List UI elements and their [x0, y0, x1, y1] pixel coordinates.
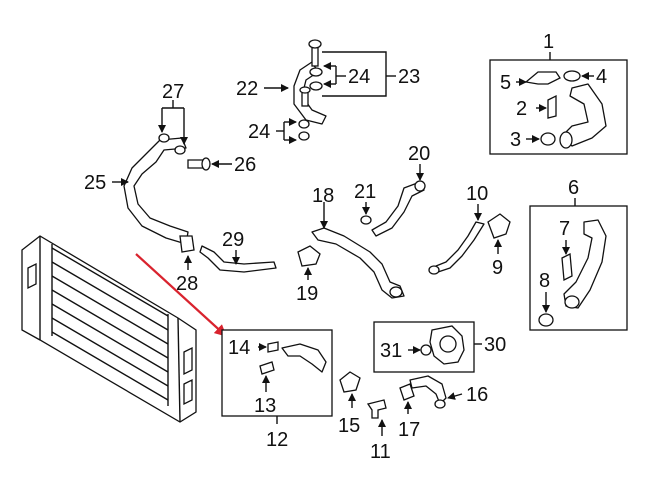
label-2: 2 — [516, 98, 527, 120]
label-5: 5 — [500, 72, 511, 94]
highlight-arrow — [135, 253, 227, 337]
radiator — [21, 235, 197, 423]
part-group-6: 6 7 8 — [529, 177, 628, 331]
label-4: 4 — [596, 66, 607, 88]
label-30: 30 — [484, 334, 506, 356]
label-31: 31 — [380, 340, 402, 362]
part-group-1: 1 5 4 2 3 — [489, 31, 628, 155]
part-29: 29 — [199, 229, 277, 273]
label-15: 15 — [338, 415, 360, 437]
part-15: 15 — [338, 371, 361, 437]
label-25: 25 — [84, 172, 106, 194]
part-18-19: 18 19 — [296, 185, 405, 305]
label-9: 9 — [492, 257, 503, 279]
label-26: 26 — [234, 154, 256, 176]
label-23: 23 — [398, 66, 420, 88]
part-11: 11 — [366, 399, 391, 463]
label-27: 27 — [162, 81, 184, 103]
part-group-30: 30 31 — [373, 321, 506, 373]
label-18: 18 — [312, 185, 334, 207]
label-3: 3 — [510, 129, 521, 151]
label-1: 1 — [543, 31, 554, 53]
label-28: 28 — [176, 273, 198, 295]
label-14: 14 — [228, 337, 250, 359]
part-group-25-27: 27 25 26 28 — [84, 81, 256, 295]
label-29: 29 — [222, 229, 244, 251]
label-16: 16 — [466, 384, 488, 406]
label-20: 20 — [408, 143, 430, 165]
label-24a: 24 — [348, 66, 370, 88]
label-7: 7 — [559, 218, 570, 240]
label-6: 6 — [568, 177, 579, 199]
label-8: 8 — [539, 270, 550, 292]
label-17: 17 — [398, 419, 420, 441]
label-21: 21 — [354, 181, 376, 203]
label-22: 22 — [236, 78, 258, 100]
part-group-22-24: 22 23 24 24 — [236, 39, 420, 144]
label-19: 19 — [296, 283, 318, 305]
part-20-21: 20 21 — [354, 143, 430, 237]
label-13: 13 — [254, 395, 276, 417]
label-12: 12 — [266, 429, 288, 451]
label-24b: 24 — [248, 121, 270, 143]
part-9-10: 10 9 — [428, 183, 511, 279]
part-group-12: 12 14 13 — [221, 329, 333, 451]
label-11: 11 — [370, 441, 391, 463]
label-10: 10 — [466, 183, 488, 205]
part-16-17: 16 17 — [398, 375, 488, 441]
